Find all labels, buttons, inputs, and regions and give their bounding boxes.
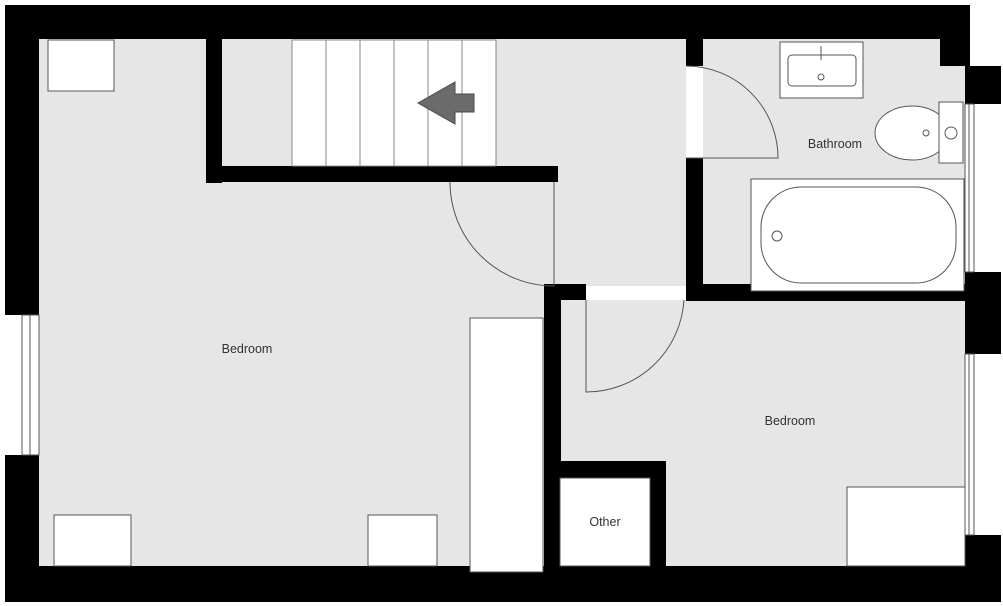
sink-drain [817,73,825,81]
dresser [846,486,966,567]
wall-right-lower [965,535,1001,602]
wall-bath-left-upper [686,38,703,66]
door-bedroom-right [585,299,685,393]
room-label-bedroom-main: Bedroom [222,342,273,356]
toilet-bowl [874,105,950,161]
doors [449,65,779,393]
room-label-other: Other [589,515,620,529]
walls [5,5,1001,602]
staircase [291,39,497,167]
wall-other-top [560,461,666,478]
windows [21,103,975,536]
wall-stair-left [206,38,222,183]
wall-stair-bottom [206,166,558,182]
cabinet-bottom-middle [367,514,438,567]
wall-right-top-corner [940,5,970,66]
stair-direction-arrow-icon [416,81,475,125]
wall-left-upper [5,5,39,315]
other-cabinet [559,477,651,567]
wall-left-lower [5,455,39,602]
fixtures [47,39,966,573]
door-bathroom [685,65,779,159]
room-label-bedroom-right: Bedroom [765,414,816,428]
cabinet-bottom-left [53,514,132,567]
cabinet-top-left [47,39,115,92]
wardrobe [469,317,544,573]
wall-right-upper [965,66,1001,104]
bathtub-drain [771,230,783,242]
toilet-button [944,126,958,140]
sink-basin [787,54,857,87]
floor-area-landing [546,38,686,286]
wall-other-right [650,461,666,568]
room-labels: Bedroom Bathroom Bedroom Other [222,137,862,529]
wall-bath-left-lower [686,158,703,300]
wall-center-vertical [544,284,561,568]
room-label-bathroom: Bathroom [808,137,862,151]
bathtub-basin [760,186,957,284]
door-bedroom-main [449,181,555,287]
wall-top [5,5,970,39]
toilet-seat-hinge [922,129,930,137]
